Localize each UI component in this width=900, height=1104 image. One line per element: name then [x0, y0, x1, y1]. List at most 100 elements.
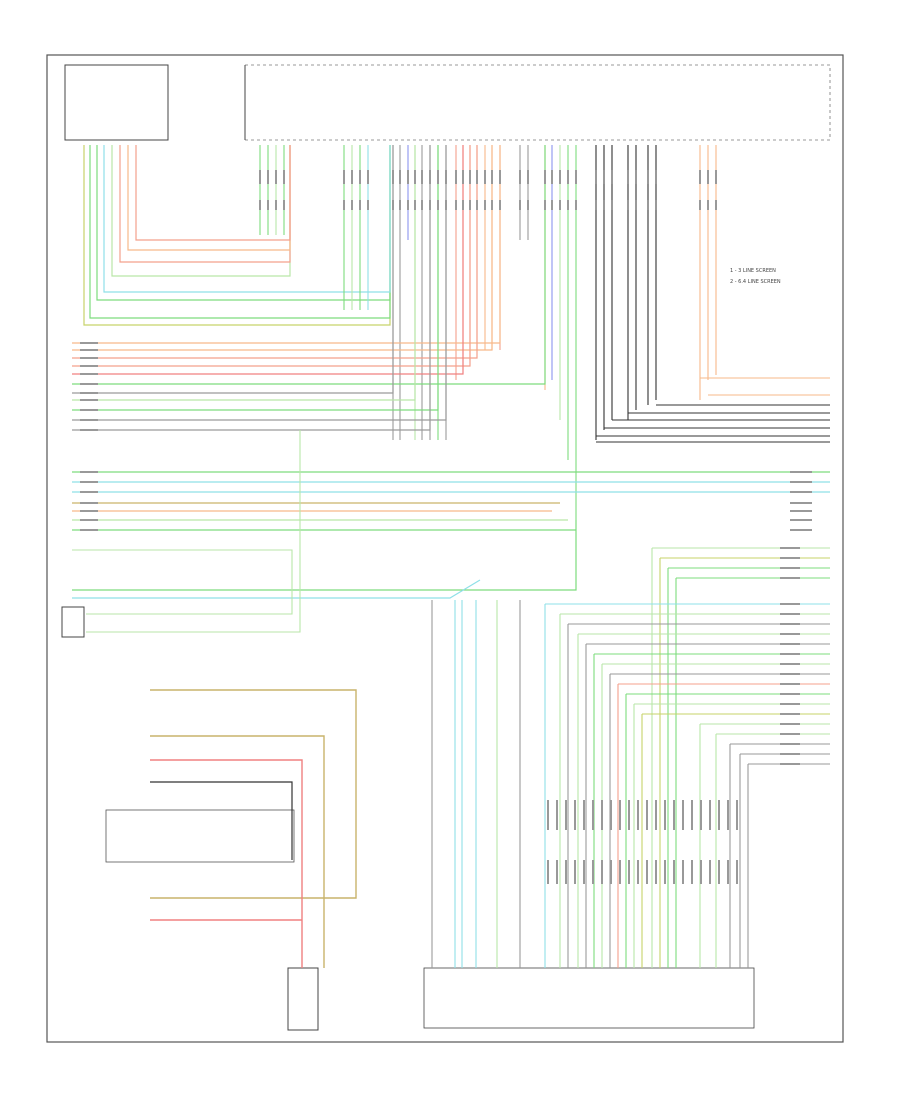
tick-mid-13 [429, 200, 431, 210]
left-module-box [105, 809, 295, 863]
tick-bottom2-8 [619, 860, 621, 884]
wire-row-a-0 [72, 145, 501, 344]
tick-right-17 [780, 733, 800, 735]
tick-left-b-2 [80, 491, 98, 493]
wire-row-a-10 [72, 145, 431, 431]
tick-left-b-4 [80, 510, 98, 512]
tick-bottom-17 [700, 800, 702, 830]
tick-top-16 [455, 170, 457, 184]
tick-top-15 [445, 170, 447, 184]
wire-row-a-4 [72, 145, 464, 375]
tick-mid-24 [527, 200, 529, 210]
tick-bottom-20 [727, 800, 729, 830]
wire-lower-left-1 [150, 735, 325, 968]
tick-mid-20 [484, 200, 486, 210]
tick-right-6 [780, 623, 800, 625]
tick-mid-31 [603, 200, 605, 210]
tick-top-28 [567, 170, 569, 184]
tick-mid-39 [715, 200, 717, 210]
wire-row-a-8 [72, 145, 439, 411]
tick-bottom2-10 [637, 860, 639, 884]
tick-right-5 [780, 613, 800, 615]
tick-mid-29 [575, 200, 577, 210]
tick-right-11 [780, 673, 800, 675]
tick-mid-15 [445, 200, 447, 210]
tick-bottom2-7 [610, 860, 612, 884]
tick-bottom2-9 [628, 860, 630, 884]
tick-bottom-18 [709, 800, 711, 830]
tick-bottom-3 [574, 800, 576, 830]
tick-left-a-8 [80, 409, 98, 411]
tick-right-14 [780, 703, 800, 705]
tick-left-a-2 [80, 357, 98, 359]
tick-bottom2-21 [736, 860, 738, 884]
tick-top-17 [462, 170, 464, 184]
tick-right-10 [780, 663, 800, 665]
tick-mid-23 [519, 200, 521, 210]
tick-right-2 [780, 567, 800, 569]
tick-mid-7 [367, 200, 369, 210]
tick-bottom2-11 [646, 860, 648, 884]
wire-row-a-7 [72, 145, 416, 401]
tick-mid-14 [437, 200, 439, 210]
tick-right-b-3 [790, 502, 812, 504]
tick-mid-37 [699, 200, 701, 210]
tick-bottom-7 [610, 800, 612, 830]
wire-row-c-0 [72, 520, 577, 591]
tick-top-22 [499, 170, 501, 184]
tick-right-b-4 [790, 510, 812, 512]
tick-mid-2 [275, 200, 277, 210]
wire-lower-left-4 [150, 781, 293, 860]
tick-left-a-9 [80, 419, 98, 421]
legend-line-2: 2 - 6.4 LINE SCREEN [730, 279, 781, 285]
tick-top-38 [707, 170, 709, 184]
tick-bottom2-1 [556, 860, 558, 884]
tick-top-30 [595, 170, 597, 184]
top-left-connector-box [64, 64, 169, 141]
tick-bottom2-13 [664, 860, 666, 884]
tick-right-0 [780, 547, 800, 549]
tick-bottom-6 [601, 800, 603, 830]
wire-top-left-7 [135, 145, 291, 241]
tick-bottom-2 [565, 800, 567, 830]
wire-top-left-6 [127, 145, 291, 251]
tick-right-9 [780, 653, 800, 655]
tick-top-10 [407, 170, 409, 184]
tick-top-2 [275, 170, 277, 184]
wire-top-left-3 [103, 145, 391, 293]
tick-top-39 [715, 170, 717, 184]
wire-row-a-1 [72, 145, 493, 351]
tick-top-7 [367, 170, 369, 184]
wire-row-a-5 [72, 145, 546, 385]
tick-right-12 [780, 683, 800, 685]
tick-right-b-0 [790, 471, 812, 473]
tick-right-b-1 [790, 481, 812, 483]
tick-bottom-12 [655, 800, 657, 830]
tick-mid-34 [635, 200, 637, 210]
tick-mid-10 [407, 200, 409, 210]
tick-mid-1 [267, 200, 269, 210]
tick-bottom2-5 [592, 860, 594, 884]
wire-row-a-9 [72, 145, 447, 421]
wire-row-a-6 [72, 145, 394, 394]
tick-bottom2-12 [655, 860, 657, 884]
tick-right-20 [780, 763, 800, 765]
wire-row-a-2 [72, 145, 478, 359]
tick-mid-27 [559, 200, 561, 210]
tick-mid-11 [414, 200, 416, 210]
wire-row-a-3 [72, 145, 471, 367]
tick-bottom-13 [664, 800, 666, 830]
top-main-connector-outline [245, 64, 831, 141]
tick-bottom2-17 [700, 860, 702, 884]
tick-top-26 [551, 170, 553, 184]
tick-left-b-5 [80, 519, 98, 521]
tick-top-11 [414, 170, 416, 184]
tick-top-31 [603, 170, 605, 184]
tick-top-21 [491, 170, 493, 184]
wire-lower-left-0 [150, 689, 357, 899]
tick-left-a-7 [80, 399, 98, 401]
tick-top-34 [635, 170, 637, 184]
tick-top-0 [259, 170, 261, 184]
tick-mid-30 [595, 200, 597, 210]
tick-top-33 [627, 170, 629, 184]
